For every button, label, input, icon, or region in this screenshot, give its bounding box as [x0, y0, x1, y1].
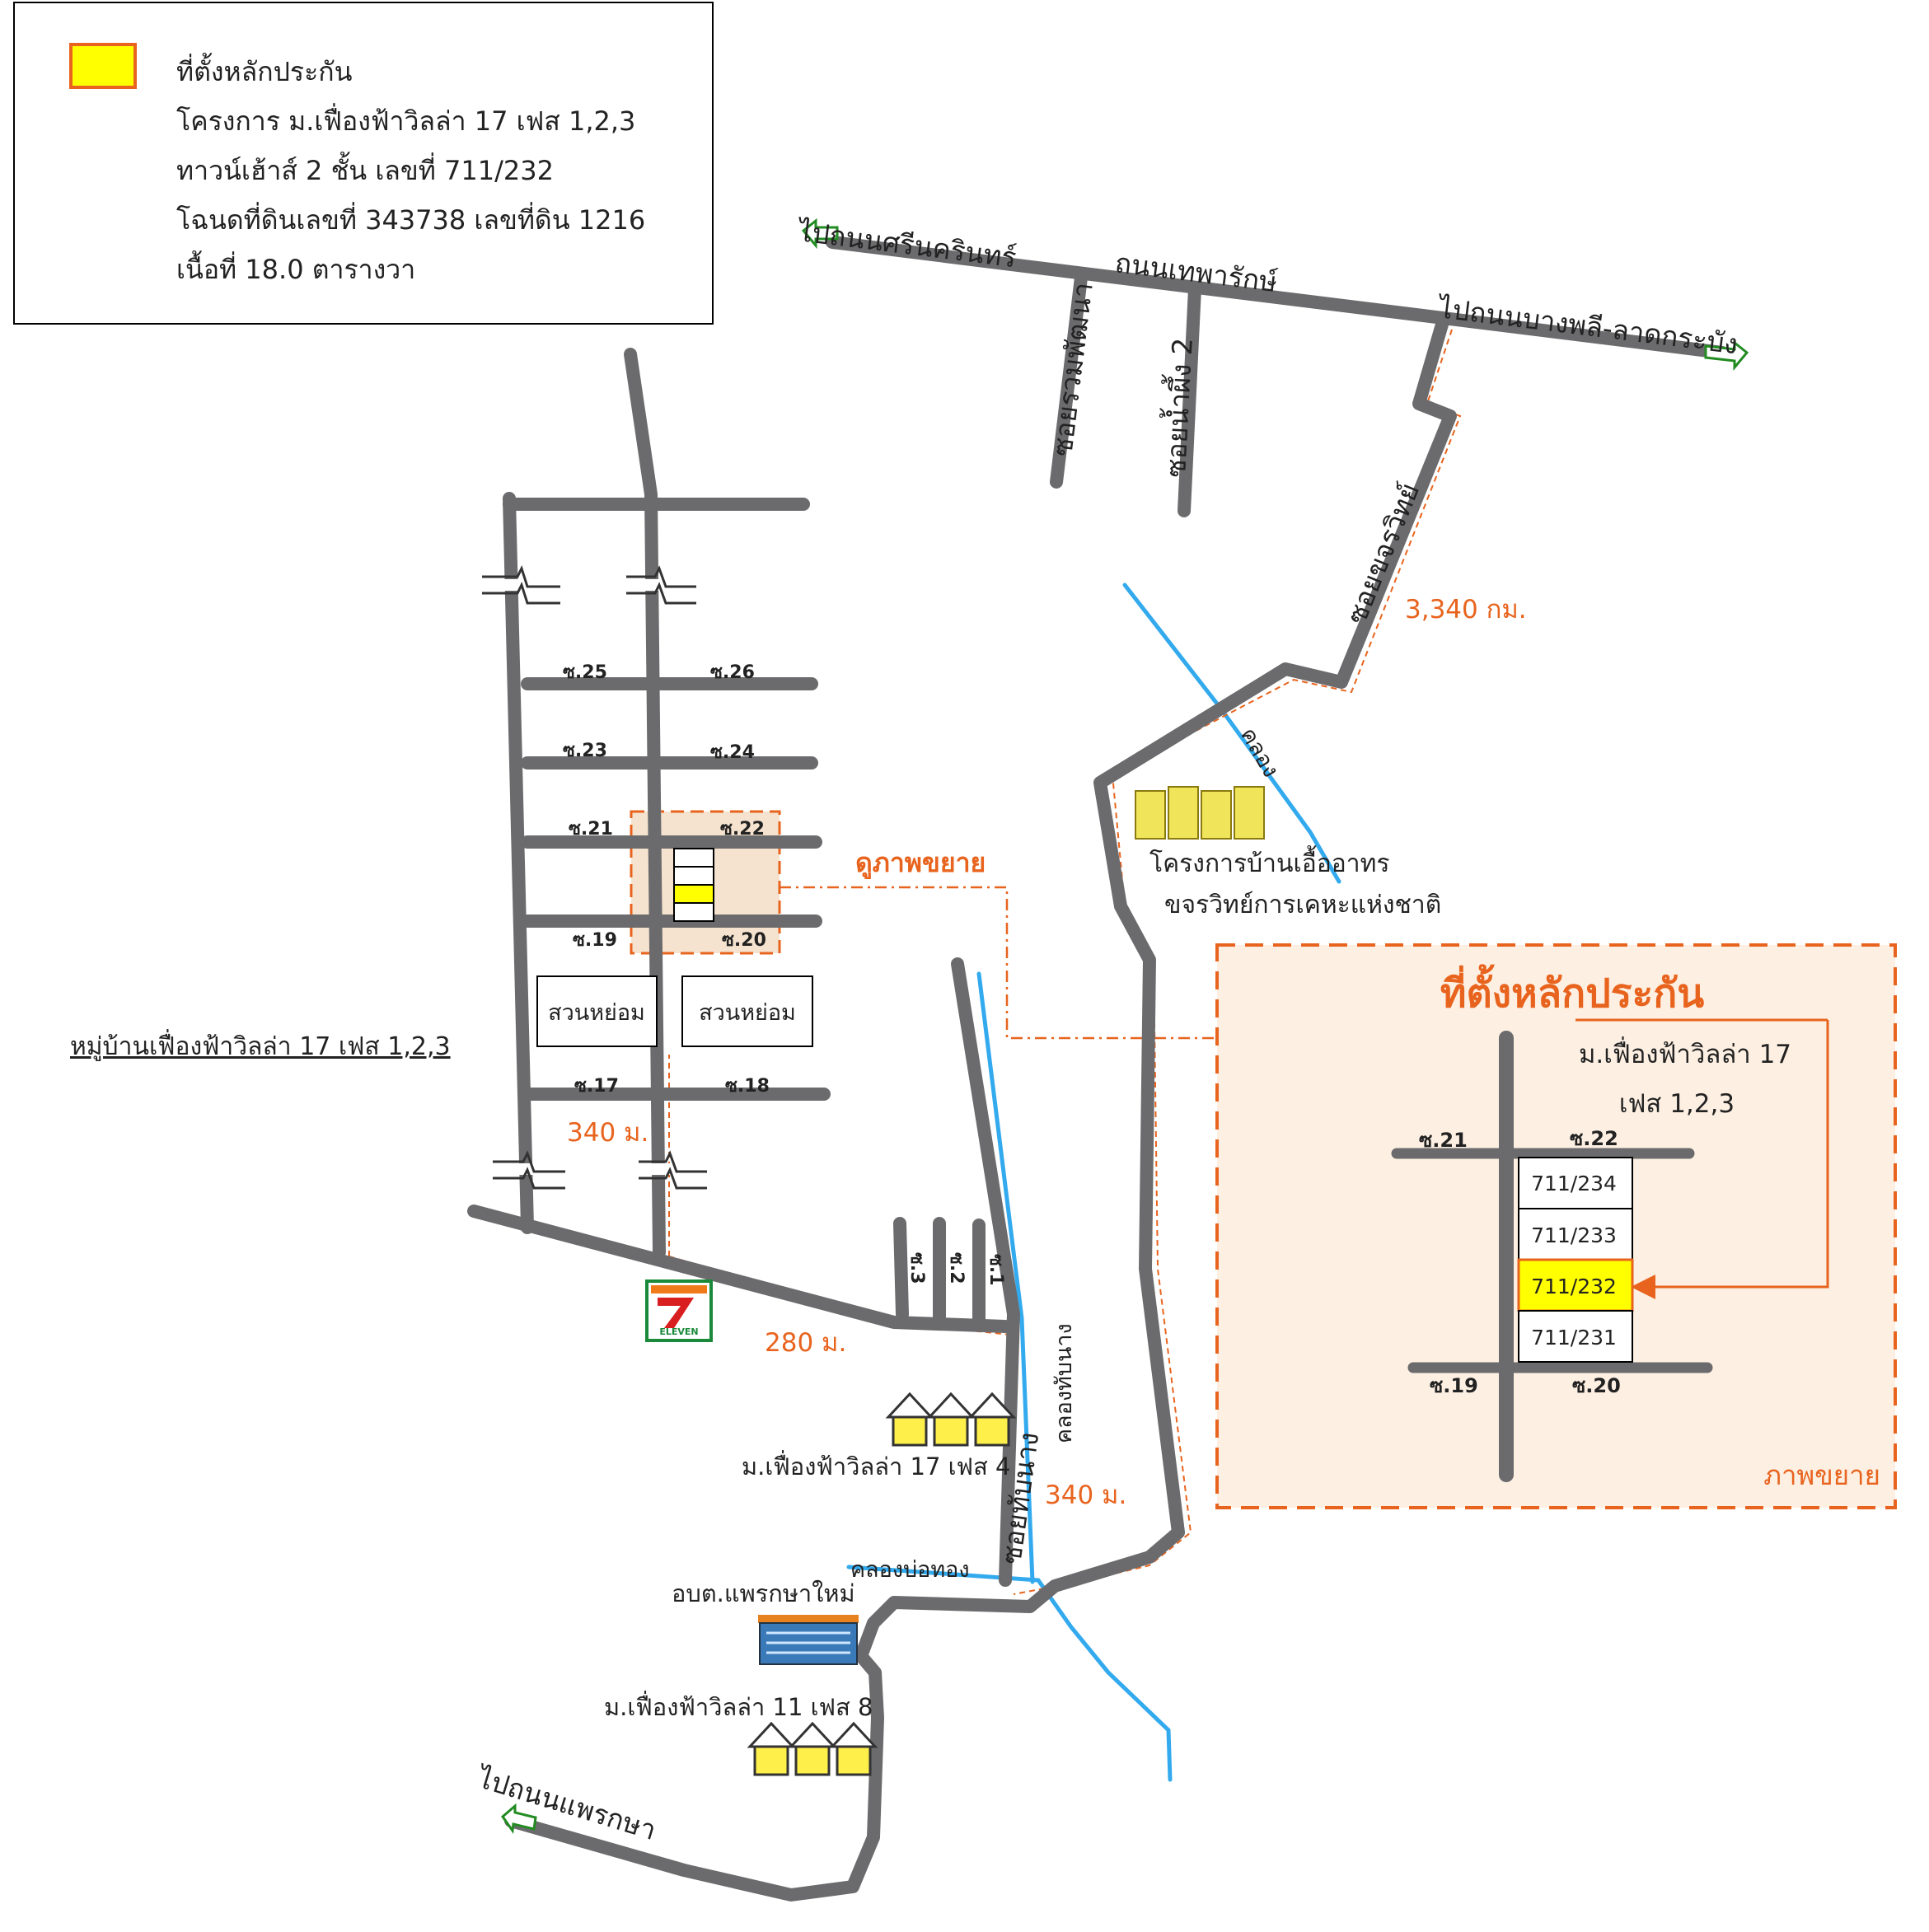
inset-unit-234: 711/234 [1531, 1172, 1617, 1195]
soi-17: ซ.17 [574, 1076, 619, 1097]
road-thapnang [951, 957, 1020, 1587]
zoom-leader-line [780, 886, 1217, 1040]
legend-line-3: ทาวน์เฮ้าส์ 2 ชั้น เลขที่ 711/232 [176, 155, 554, 186]
distance-340b: 340 ม. [1045, 1481, 1126, 1510]
legend-line-1: ที่ตั้งหลักประกัน [176, 56, 353, 87]
label-soi-nampueng: ซอยน้ำผึ้ง 2 [1156, 337, 1199, 479]
canal-thapnang [976, 971, 1035, 1584]
soi-3: ซ.3 [906, 1252, 927, 1284]
distance-labels: 3,340 กม. 340 ม. 280 ม. 340 ม. ดูภาพขยาย [567, 595, 1527, 1510]
road-soi-ruam [1050, 271, 1088, 489]
inset-unit-box [1518, 1310, 1633, 1363]
housing-label-2: ขจรวิทย์การเคหะแห่งชาติ [1164, 891, 1441, 919]
road-thepharak [826, 236, 1729, 359]
legend-line-2: โครงการ ม.เฟื่องฟ้าวิลล่า 17 เฟส 1,2,3 [176, 105, 636, 137]
phase8-label: ม.เฟื่องฟ้าวิลล่า 11 เฟส 8 [604, 1691, 873, 1721]
soi-21: ซ.21 [569, 819, 613, 840]
road-breaks [482, 565, 707, 1190]
inset-unit-box [1518, 1157, 1633, 1209]
zoom-link[interactable]: ดูภาพขยาย [855, 847, 986, 880]
inset-footer: ภาพขยาย [1763, 1459, 1880, 1491]
soi-19: ซ.19 [573, 930, 617, 951]
inset-content: ที่ตั้งหลักประกัน ม.เฟื่องฟ้าวิลล่า 17 เ… [1391, 964, 1880, 1491]
inset-title: ที่ตั้งหลักประกัน [1440, 964, 1704, 1017]
label-soi-ruam: ซอยรวมพัฒนา [1046, 281, 1099, 458]
inset-sub1: ม.เฟื่องฟ้าวิลล่า 17 [1579, 1036, 1791, 1069]
soi-20: ซ.20 [722, 930, 766, 951]
park-box-1 [536, 975, 658, 1047]
road-soi-3 [893, 1217, 909, 1321]
housing-label-1: โครงการบ้านเอื้ออาทร [1149, 845, 1390, 878]
canal-bothong-label: คลองบ่อทอง [850, 1557, 970, 1583]
road-arrows [500, 218, 1749, 1835]
label-srinakarin: ไปถนนศรีนครินทร์ [794, 215, 1018, 274]
road-khachon [504, 312, 1457, 1902]
road-soi-nampueng [1178, 282, 1201, 517]
distance-3340: 3,340 กม. [1405, 595, 1527, 625]
inset-unit-232: 711/232 [1531, 1275, 1617, 1298]
seven-eleven-icon: ELEVEN [645, 1279, 713, 1342]
canal-label: คลอง [1235, 723, 1284, 782]
soi-23: ซ.23 [563, 741, 607, 761]
soi-24: ซ.24 [710, 742, 755, 763]
inset-unit-box [1518, 1208, 1633, 1261]
inset-unit-231: 711/231 [1531, 1326, 1617, 1350]
distance-280: 280 ม. [765, 1328, 846, 1358]
inset-unit-233: 711/233 [1531, 1223, 1617, 1247]
distance-340a: 340 ม. [567, 1118, 648, 1148]
park-box-2 [681, 975, 813, 1047]
label-bangphli: ไปถนนบางพลี-ลาดกระบัง [1435, 292, 1739, 361]
park-label-2: สวนหย่อม [699, 1000, 796, 1026]
inset-pointer [1631, 1020, 1829, 1299]
house-icon [747, 1721, 878, 1776]
inset-soi-21: ซ.21 [1419, 1129, 1468, 1152]
parks [536, 975, 813, 1047]
legend-box: ที่ตั้งหลักประกัน โครงการ ม.เฟื่องฟ้าวิล… [13, 2, 714, 325]
soi-labels: ซ.25 ซ.26 ซ.23 ซ.24 ซ.21 ซ.22 ซ.19 ซ.20 … [563, 662, 1006, 1286]
building-icon [758, 1615, 859, 1665]
arrow-southwest-icon [500, 1803, 537, 1835]
inset-soi-20: ซ.20 [1572, 1374, 1621, 1397]
inset-sub2: เฟส 1,2,3 [1619, 1089, 1735, 1119]
collateral-swatch [69, 43, 137, 89]
soi-2: ซ.2 [946, 1252, 967, 1284]
soi-18: ซ.18 [725, 1076, 770, 1097]
canal-thapnang-label: คลองทับนาง [1051, 1323, 1077, 1443]
roads [467, 236, 1729, 1902]
obt-label: อบต.แพรกษาใหม่ [672, 1579, 855, 1607]
collateral-unit-marker [673, 884, 714, 904]
place-labels: สวนหย่อม สวนหย่อม หมู่บ้านเฟื่องฟ้าวิลล่… [70, 723, 1441, 1721]
soi-22: ซ.22 [720, 819, 765, 840]
zoom-leader [780, 886, 1217, 1040]
housing-project-icon [1135, 786, 1265, 840]
soi-26: ซ.26 [710, 662, 755, 683]
inset-soi-19: ซ.19 [1430, 1374, 1478, 1397]
canal-north [1122, 582, 1341, 884]
phase4-label: ม.เฟื่องฟ้าวิลล่า 17 เฟส 4 [742, 1450, 1010, 1481]
village-label: หมู่บ้านเฟื่องฟ้าวิลล่า 17 เฟส 1,2,3 [70, 1029, 451, 1061]
road-main-south [467, 1205, 1012, 1333]
road-village-left [503, 492, 534, 1234]
arrow-west-icon [801, 218, 839, 250]
legend-line-4: โฉนดที่ดินเลขที่ 343738 เลขที่ดิน 1216 [176, 204, 646, 236]
inset-soi-22: ซ.22 [1570, 1127, 1618, 1150]
arrow-east-icon [1704, 339, 1749, 372]
legend-line-5: เนื้อที่ 18.0 ตารางวา [176, 254, 416, 285]
park-label-1: สวนหย่อม [548, 1000, 645, 1026]
soi-1: ซ.1 [986, 1254, 1006, 1286]
house-icon [885, 1392, 1017, 1447]
soi-25: ซ.25 [563, 662, 607, 683]
store-label: ELEVEN [659, 1326, 698, 1337]
townhouse-block [673, 848, 714, 922]
